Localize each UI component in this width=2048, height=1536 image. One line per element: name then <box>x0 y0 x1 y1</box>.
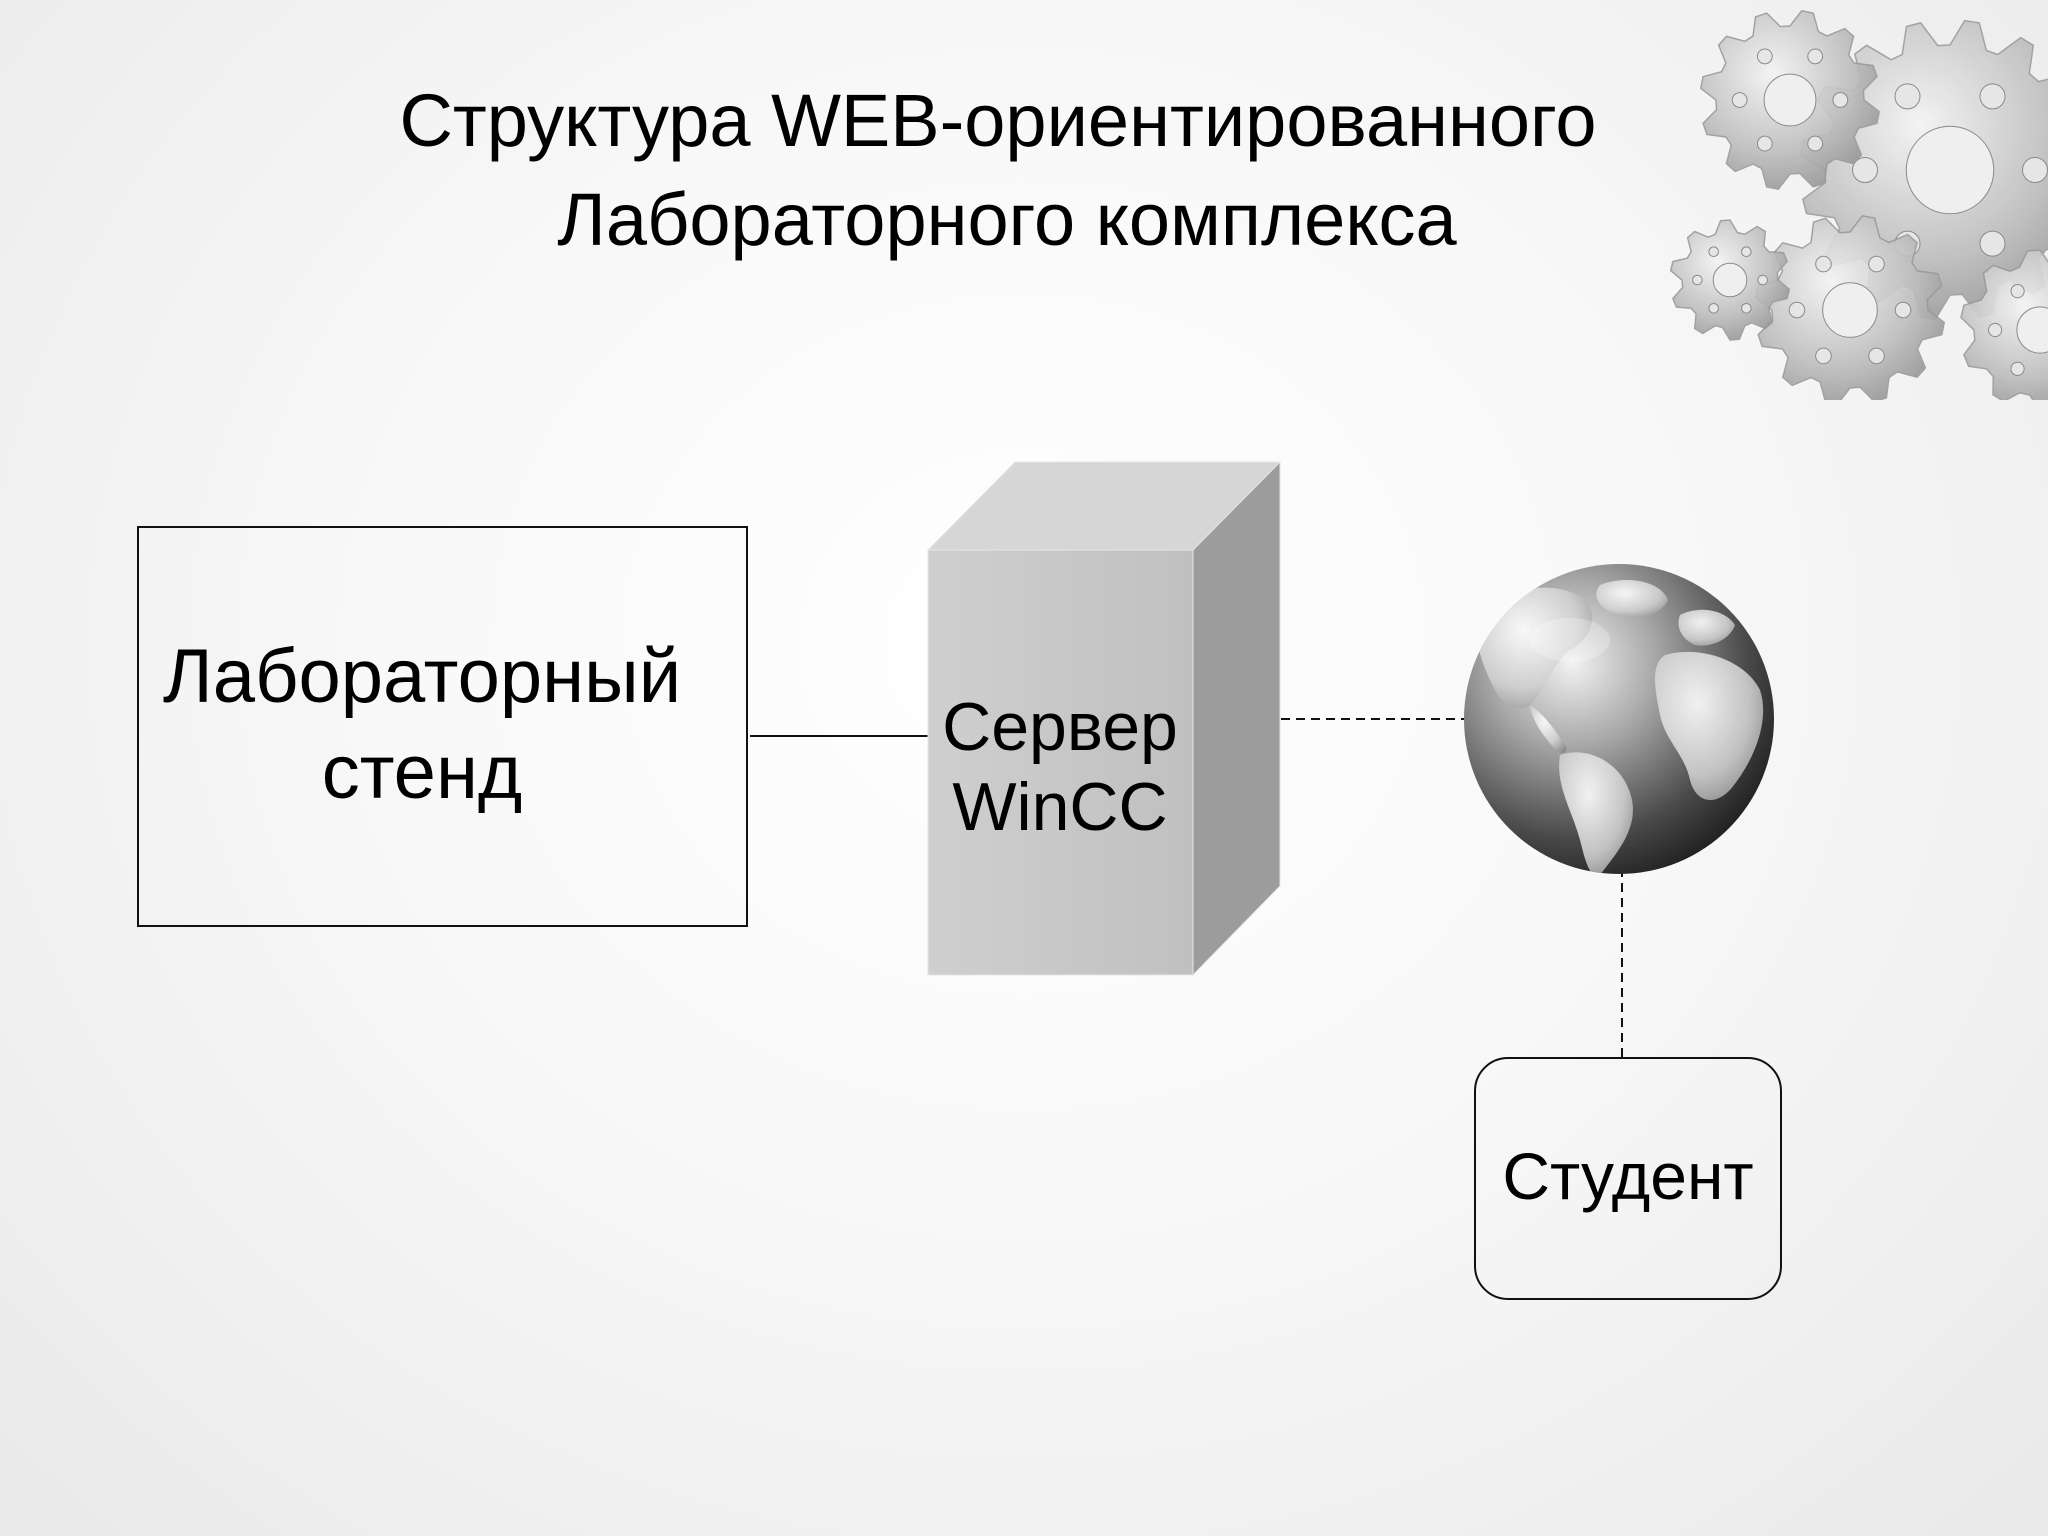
gear-spoke-hole <box>1807 135 1824 152</box>
student-label: Студент <box>1502 1139 1754 1213</box>
gear-spoke-hole <box>1868 255 1885 273</box>
slide-title-line-1: Структура WEB-ориентированного <box>399 79 1597 162</box>
gear-spoke-hole <box>1756 135 1773 152</box>
gear-spoke-hole <box>2010 284 2025 299</box>
student-node <box>1474 1057 1782 1300</box>
gear-spoke-hole <box>1979 230 2006 257</box>
gear-spoke-hole <box>1741 302 1752 314</box>
gear-spoke-hole <box>1741 246 1752 258</box>
gear-spoke-hole <box>1708 246 1719 258</box>
slide-title-line-2: Лабораторного комплекса <box>557 178 1457 261</box>
gear-spoke-hole <box>1815 347 1832 365</box>
gear-hole <box>1822 282 1878 338</box>
gear-spoke-hole <box>1731 92 1748 108</box>
gear-spoke-hole <box>2010 361 2025 376</box>
gear-spoke-hole <box>1788 301 1806 319</box>
server-label-line-2: WinCC <box>952 769 1168 845</box>
gear-hole <box>2016 306 2048 354</box>
gear-spoke-hole <box>1988 322 2003 338</box>
gear-spoke-hole <box>1832 92 1849 108</box>
gears-icon <box>1669 9 2048 400</box>
gear-spoke-hole <box>1868 347 1885 365</box>
gear-hole <box>1712 262 1748 298</box>
lab-stand-node <box>137 526 748 927</box>
gear-spoke-hole <box>1894 301 1912 319</box>
lab-stand-label-line-2: стенд <box>321 730 523 815</box>
gear-spoke-hole <box>1757 274 1768 286</box>
gear-hole <box>1763 73 1817 127</box>
gear-spoke-hole <box>1815 255 1832 273</box>
lab-stand-label-line-1: Лабораторный <box>162 634 682 719</box>
gear-spoke-hole <box>1756 48 1773 65</box>
gear-spoke-hole <box>1692 274 1703 286</box>
server-front-face <box>927 549 1194 976</box>
gear-spoke-hole <box>1852 157 1878 183</box>
gear-shape <box>1960 249 2048 400</box>
gear-spoke-hole <box>1708 302 1719 314</box>
gear-spoke-hole <box>1894 83 1921 110</box>
gear-spoke-hole <box>1979 83 2006 110</box>
gear-spoke-hole <box>1807 48 1824 65</box>
gear-hole <box>1905 125 1995 215</box>
server-label-line-1: Сервер <box>942 689 1178 765</box>
